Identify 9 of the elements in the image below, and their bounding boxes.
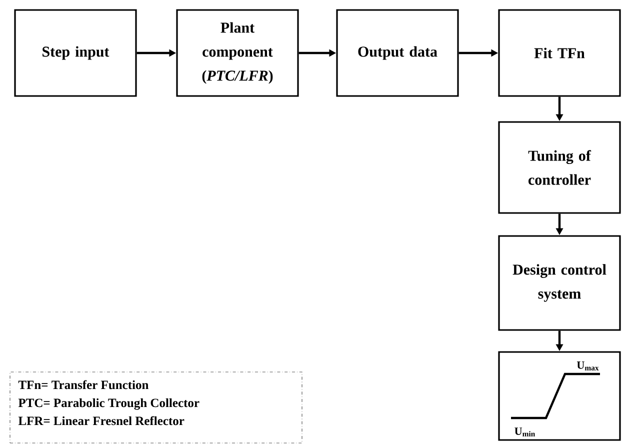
process-box: Design control system: [498, 235, 621, 331]
process-box: Fit TFn: [498, 9, 621, 97]
curve-label: U$_{max}$: [576, 362, 599, 370]
curve-label: U$_{min}$: [514, 428, 536, 436]
process-box: Plant component (PTC/LFR): [176, 9, 299, 97]
process-box: Tuning of controller: [498, 121, 621, 214]
process-box: Step input: [14, 9, 137, 97]
legend-box: TFn= Transfer Function PTC= Parabolic Trough Collector LFR= Linear Fresnel Reflector: [10, 372, 302, 444]
process-box: Output data: [336, 9, 459, 97]
